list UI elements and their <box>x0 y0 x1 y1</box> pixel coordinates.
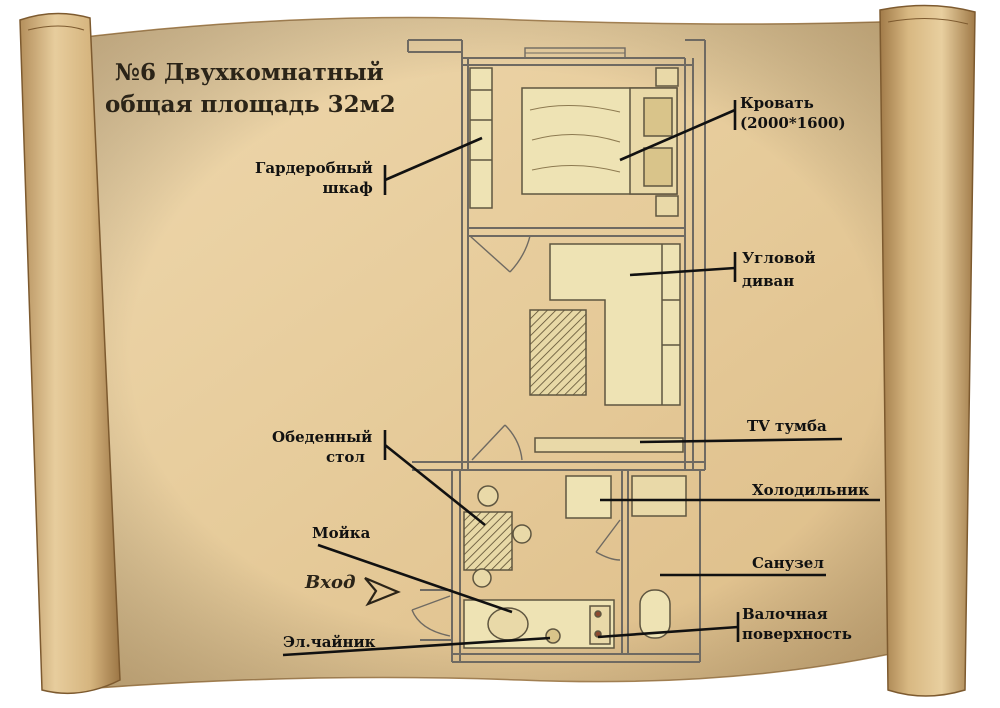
dining-table-shape <box>463 511 513 571</box>
leader-lines <box>282 100 880 657</box>
sofa-shape <box>549 243 681 406</box>
coffee-table <box>529 309 587 396</box>
label-wardrobe-line2: шкаф <box>322 179 373 197</box>
label-wardrobe-line1: Гардеробный <box>255 159 373 177</box>
walls <box>407 39 706 663</box>
label-bathroom: Санузел <box>752 554 824 572</box>
label-hob: Валочная поверхность <box>742 604 852 644</box>
label-sofa: Угловой диван <box>742 248 816 291</box>
label-tv-stand: TV тумба <box>747 417 827 435</box>
label-hob-line1: Валочная <box>742 605 828 623</box>
label-hob-line2: поверхность <box>742 625 852 643</box>
kettle-shape <box>545 628 561 644</box>
label-sofa-line2: диван <box>742 272 795 290</box>
plan-title-line2: общая площадь 32м2 <box>105 91 396 118</box>
fridge-shape <box>565 475 612 519</box>
doors <box>411 235 621 637</box>
label-fridge: Холодильник <box>752 481 870 499</box>
entrance-arrow-icon <box>364 576 401 607</box>
label-dining-line2: стол <box>326 448 366 466</box>
label-wardrobe: Гардеробный шкаф <box>255 158 373 198</box>
right-scroll-roll <box>879 4 976 697</box>
label-entrance: Вход <box>305 572 356 593</box>
left-scroll-roll <box>19 12 121 695</box>
label-bed-line1: Кровать <box>740 94 814 112</box>
label-dining-table: Обеденный стол <box>272 427 372 467</box>
label-bed-line2: (2000*1600) <box>740 114 846 132</box>
label-sink: Мойка <box>312 524 371 542</box>
toilet-shape <box>639 589 671 639</box>
furniture <box>463 67 687 649</box>
sink-shape <box>487 607 529 641</box>
label-dining-line1: Обеденный <box>272 428 373 446</box>
plan-title-line1: №6 Двухкомнатный <box>115 59 384 86</box>
label-kettle: Эл.чайник <box>283 633 376 651</box>
label-bed: Кровать (2000*1600) <box>740 93 846 133</box>
tv-stand-shape <box>534 437 684 453</box>
label-sofa-line1: Угловой <box>742 249 816 267</box>
